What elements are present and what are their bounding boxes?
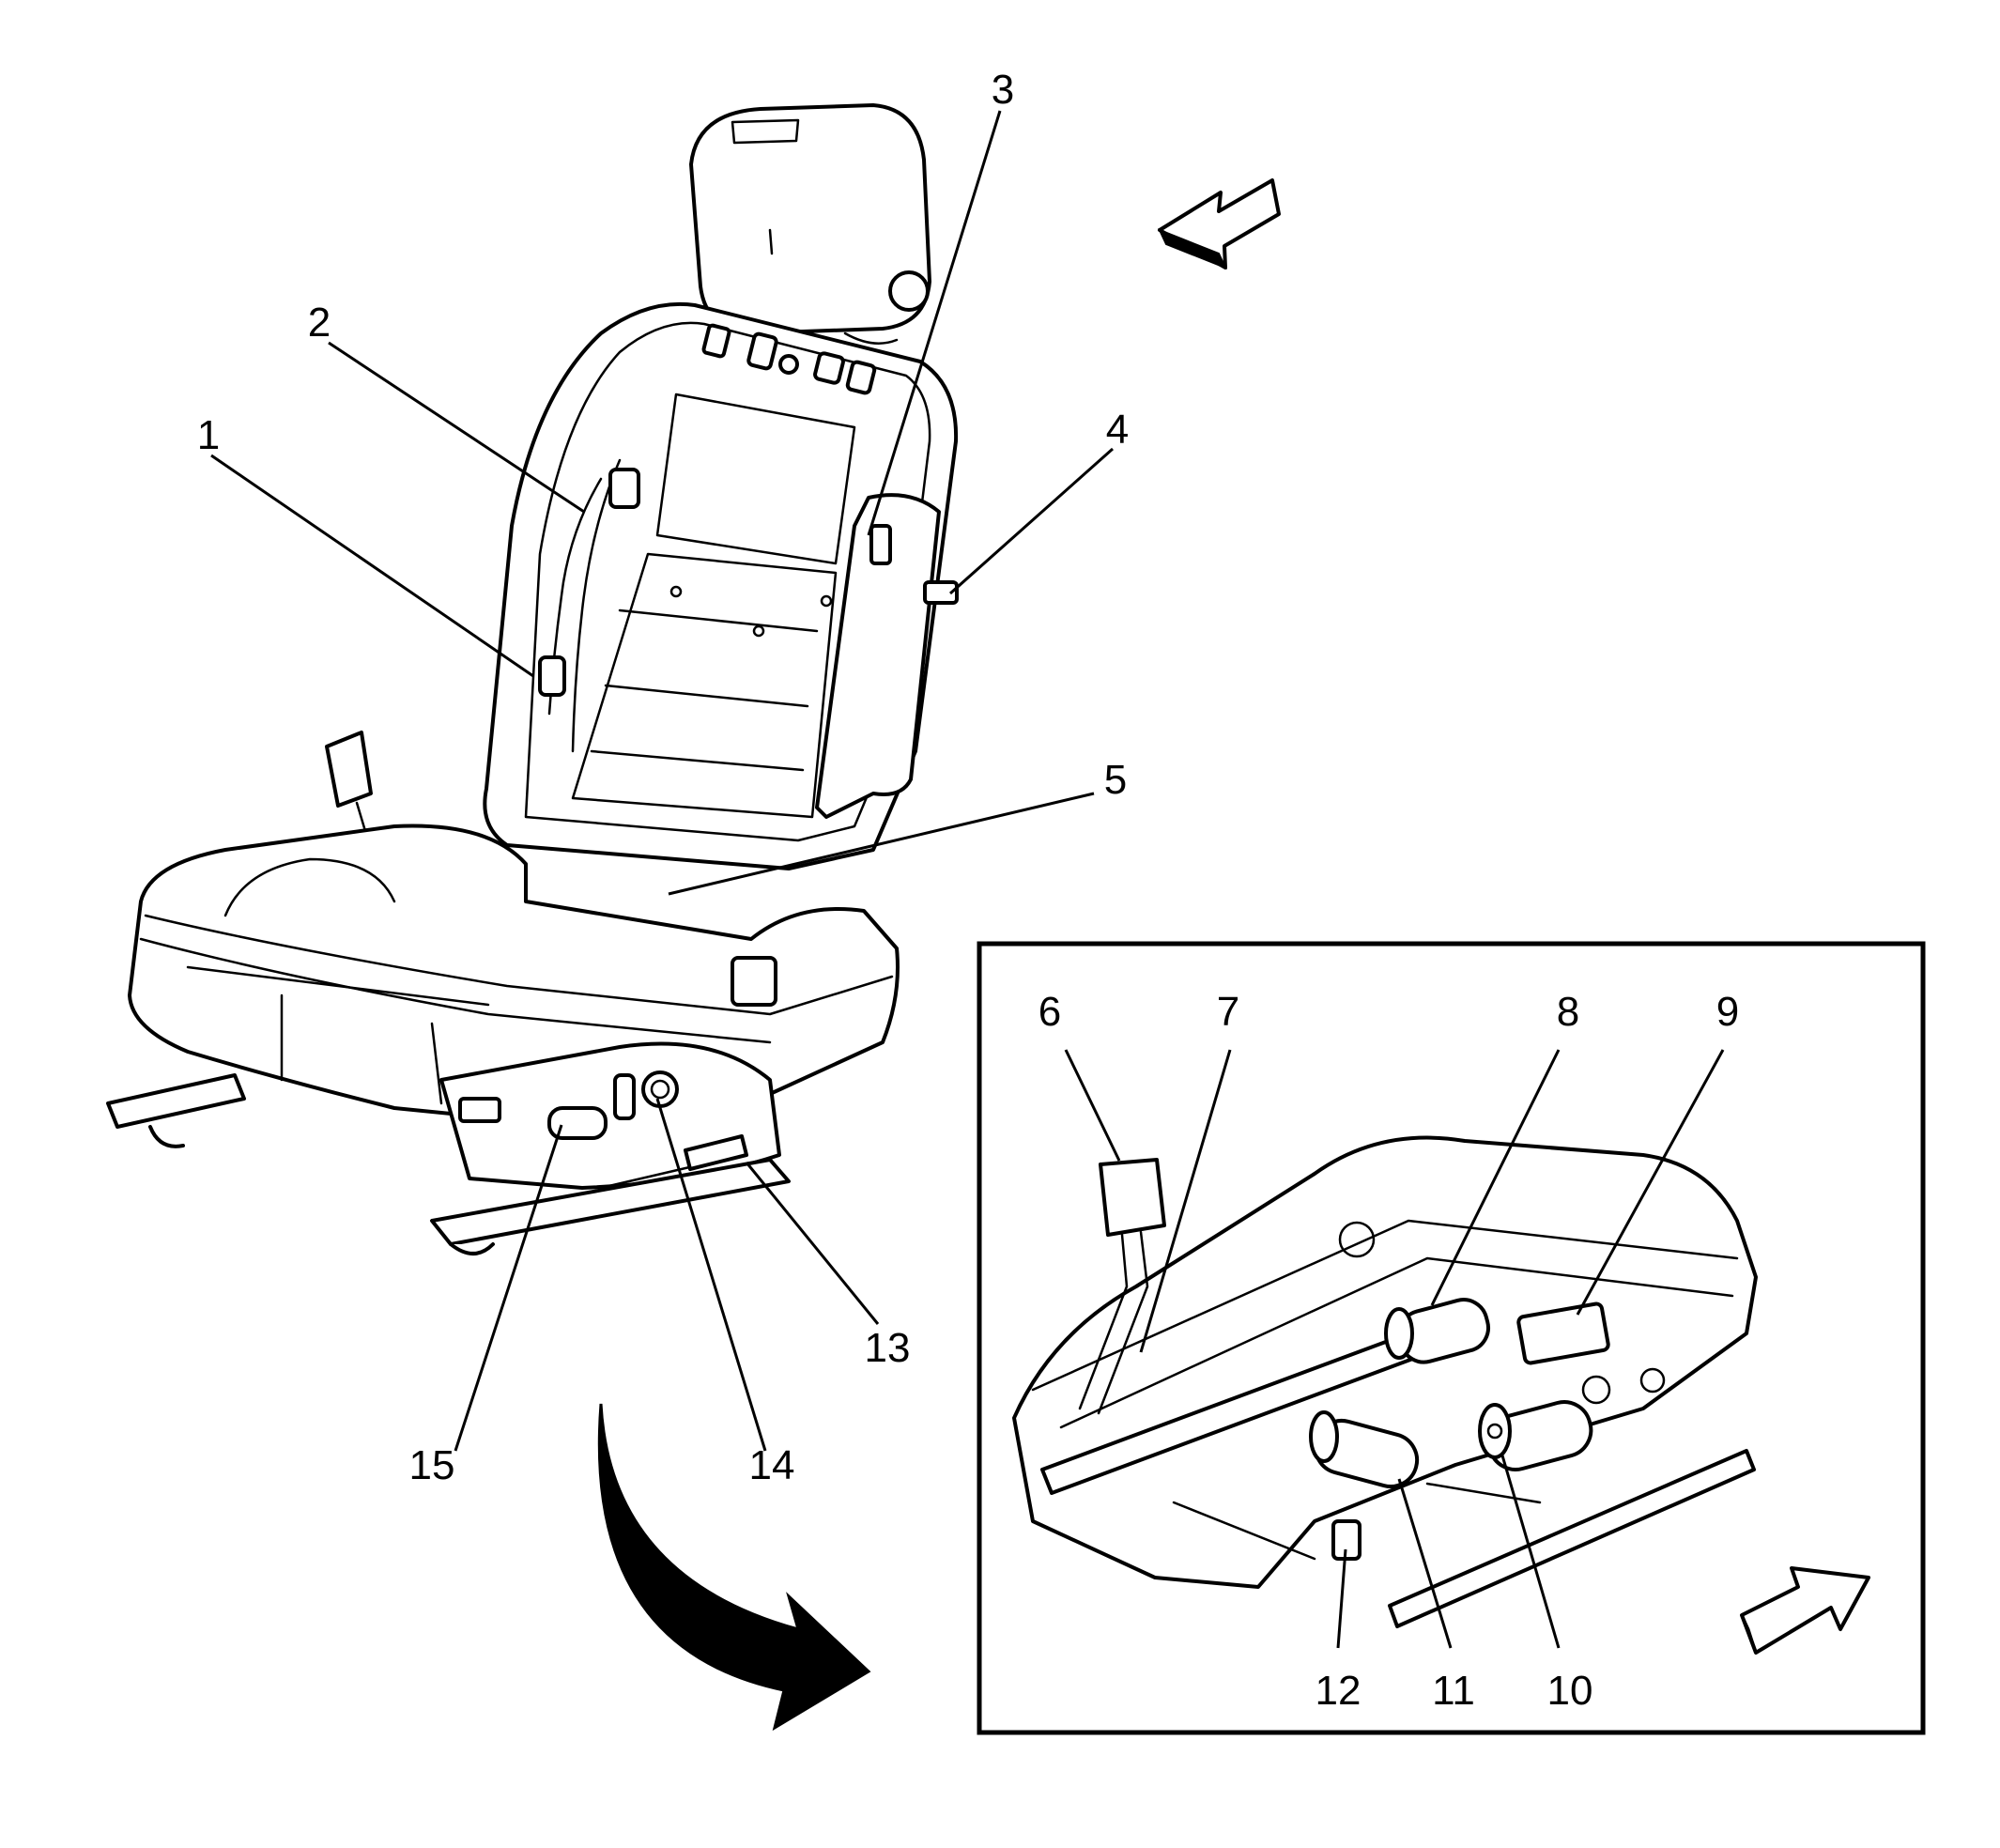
seatback xyxy=(325,301,959,870)
callout-15: 15 xyxy=(409,1442,455,1488)
detail-inset xyxy=(977,941,1926,1735)
callout-9: 9 xyxy=(1716,989,1739,1035)
callout-13: 13 xyxy=(865,1325,911,1371)
callout-7: 7 xyxy=(1217,989,1239,1035)
callout-6: 6 xyxy=(1038,989,1061,1035)
callout-8: 8 xyxy=(1557,989,1579,1035)
headrest xyxy=(689,103,931,345)
seat-assembly xyxy=(106,103,959,1255)
seat-belt-buckle xyxy=(1078,1158,1166,1415)
callout-5: 5 xyxy=(1104,757,1127,803)
callout-14: 14 xyxy=(749,1442,795,1488)
forward-direction-arrow-icon xyxy=(1158,178,1281,270)
curved-detail-arrow-icon xyxy=(597,1403,871,1732)
forward-direction-arrow-icon-inset xyxy=(1740,1566,1870,1655)
callout-12: 12 xyxy=(1315,1668,1362,1714)
leader-lines xyxy=(210,110,1725,1649)
seat-cushion xyxy=(128,824,900,1190)
callout-10: 10 xyxy=(1547,1668,1593,1714)
motor-10 xyxy=(1478,1400,1593,1471)
motor-11 xyxy=(1309,1410,1420,1488)
seat-tracks xyxy=(106,1073,791,1255)
callout-11: 11 xyxy=(1432,1668,1475,1714)
callouts: 1 2 3 4 5 6 7 8 9 10 11 12 13 14 15 xyxy=(197,67,1739,1714)
callout-1: 1 xyxy=(197,412,220,458)
callout-2: 2 xyxy=(308,300,331,346)
callout-4: 4 xyxy=(1106,407,1129,453)
motor-8 xyxy=(1384,1298,1490,1364)
callout-3: 3 xyxy=(992,67,1014,113)
